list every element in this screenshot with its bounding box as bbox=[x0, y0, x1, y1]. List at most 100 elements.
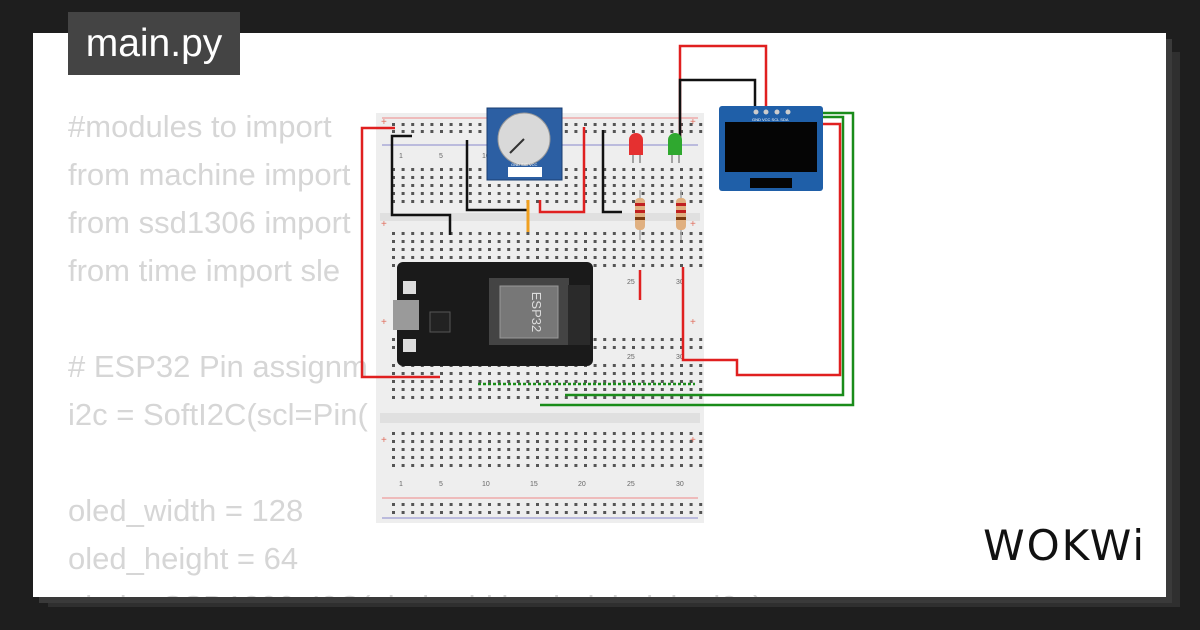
breadboard-hole bbox=[641, 264, 645, 267]
breadboard-hole bbox=[603, 364, 607, 367]
breadboard-hole bbox=[689, 176, 693, 179]
led-red bbox=[629, 133, 643, 163]
breadboard-hole bbox=[584, 130, 587, 133]
bb-num: 15 bbox=[530, 481, 538, 488]
breadboard-hole bbox=[689, 511, 693, 514]
breadboard-hole bbox=[392, 248, 395, 251]
breadboard-hole bbox=[651, 176, 655, 179]
breadboard-hole bbox=[612, 232, 616, 235]
breadboard-hole bbox=[660, 464, 664, 467]
breadboard-hole bbox=[584, 511, 587, 514]
breadboard-hole bbox=[564, 176, 568, 179]
breadboard-hole bbox=[468, 432, 472, 435]
breadboard-hole bbox=[536, 192, 539, 195]
breadboard-hole bbox=[468, 380, 472, 383]
breadboard-hole bbox=[632, 464, 635, 467]
breadboard-hole bbox=[401, 503, 405, 506]
breadboard-hole bbox=[574, 256, 578, 259]
breadboard-hole bbox=[526, 248, 530, 251]
breadboard-hole bbox=[660, 372, 664, 375]
breadboard-hole bbox=[488, 503, 491, 506]
breadboard-hole bbox=[593, 364, 597, 367]
potentiometer: GND SIG VCC bbox=[486, 107, 563, 181]
bb-num: 25 bbox=[627, 354, 635, 361]
breadboard-hole bbox=[488, 232, 491, 235]
breadboard-hole bbox=[603, 168, 607, 171]
breadboard-hole bbox=[574, 448, 578, 451]
breadboard-hole bbox=[468, 200, 472, 203]
breadboard-hole bbox=[689, 440, 693, 443]
breadboard-hole bbox=[603, 232, 607, 235]
breadboard-hole bbox=[440, 372, 443, 375]
breadboard-hole bbox=[651, 346, 655, 349]
breadboard-hole bbox=[507, 248, 511, 251]
breadboard-hole bbox=[536, 503, 539, 506]
circuit-diagram: 1 5 10 25 30 25 30 1 5 10 15 20 25 30 bbox=[360, 44, 855, 523]
breadboard-hole bbox=[516, 240, 520, 243]
rail-markers: ++ ++ ++ ++ bbox=[381, 117, 696, 446]
breadboard-hole bbox=[680, 432, 683, 435]
breadboard-hole bbox=[584, 464, 587, 467]
breadboard-hole bbox=[440, 168, 443, 171]
breadboard-hole bbox=[660, 396, 664, 399]
breadboard-hole bbox=[430, 200, 434, 203]
breadboard-hole bbox=[584, 240, 587, 243]
breadboard-hole bbox=[574, 176, 578, 179]
breadboard-hole bbox=[411, 232, 415, 235]
breadboard-hole bbox=[574, 503, 578, 506]
breadboard-hole bbox=[459, 448, 463, 451]
breadboard-hole bbox=[622, 338, 626, 341]
breadboard-hole bbox=[488, 396, 491, 399]
breadboard-hole bbox=[612, 200, 616, 203]
breadboard-hole bbox=[670, 464, 674, 467]
breadboard-hole bbox=[401, 380, 405, 383]
breadboard-hole bbox=[670, 176, 674, 179]
breadboard-hole bbox=[488, 464, 491, 467]
breadboard-holes bbox=[392, 123, 703, 514]
breadboard-hole bbox=[593, 240, 597, 243]
breadboard-hole bbox=[430, 192, 434, 195]
breadboard-hole bbox=[516, 372, 520, 375]
breadboard-hole bbox=[622, 192, 626, 195]
breadboard-hole bbox=[449, 240, 453, 243]
bb-num: 10 bbox=[482, 153, 490, 160]
pot-pins: GND SIG VCC bbox=[511, 162, 538, 167]
breadboard-hole bbox=[564, 448, 568, 451]
breadboard-hole bbox=[401, 123, 405, 126]
breadboard-hole bbox=[670, 232, 674, 235]
breadboard-hole bbox=[689, 248, 693, 251]
breadboard-hole bbox=[593, 440, 597, 443]
svg-text:+: + bbox=[381, 219, 387, 230]
breadboard-hole bbox=[468, 503, 472, 506]
breadboard-hole bbox=[603, 388, 607, 391]
breadboard-hole bbox=[440, 456, 443, 459]
breadboard-hole bbox=[392, 380, 395, 383]
breadboard-hole bbox=[459, 380, 463, 383]
breadboard-hole bbox=[526, 396, 530, 399]
breadboard-hole bbox=[392, 511, 395, 514]
breadboard-hole bbox=[584, 396, 587, 399]
breadboard-hole bbox=[622, 372, 626, 375]
breadboard-hole bbox=[555, 388, 559, 391]
breadboard-hole bbox=[622, 256, 626, 259]
svg-text:+: + bbox=[381, 117, 387, 128]
breadboard-hole bbox=[497, 240, 501, 243]
breadboard-hole bbox=[641, 511, 645, 514]
breadboard-hole bbox=[612, 511, 616, 514]
breadboard-hole bbox=[632, 168, 635, 171]
breadboard-hole bbox=[401, 456, 405, 459]
breadboard-hole bbox=[603, 464, 607, 467]
breadboard-hole bbox=[593, 130, 597, 133]
wire-black bbox=[390, 134, 452, 235]
breadboard-hole bbox=[497, 248, 501, 251]
breadboard-hole bbox=[459, 192, 463, 195]
breadboard-hole bbox=[680, 464, 683, 467]
breadboard-hole bbox=[555, 440, 559, 443]
breadboard-hole bbox=[632, 184, 635, 187]
breadboard-hole bbox=[632, 176, 635, 179]
breadboard-hole bbox=[603, 396, 607, 399]
breadboard-hole bbox=[593, 432, 597, 435]
breadboard-hole bbox=[459, 503, 463, 506]
breadboard-hole bbox=[593, 338, 597, 341]
breadboard-hole bbox=[651, 256, 655, 259]
